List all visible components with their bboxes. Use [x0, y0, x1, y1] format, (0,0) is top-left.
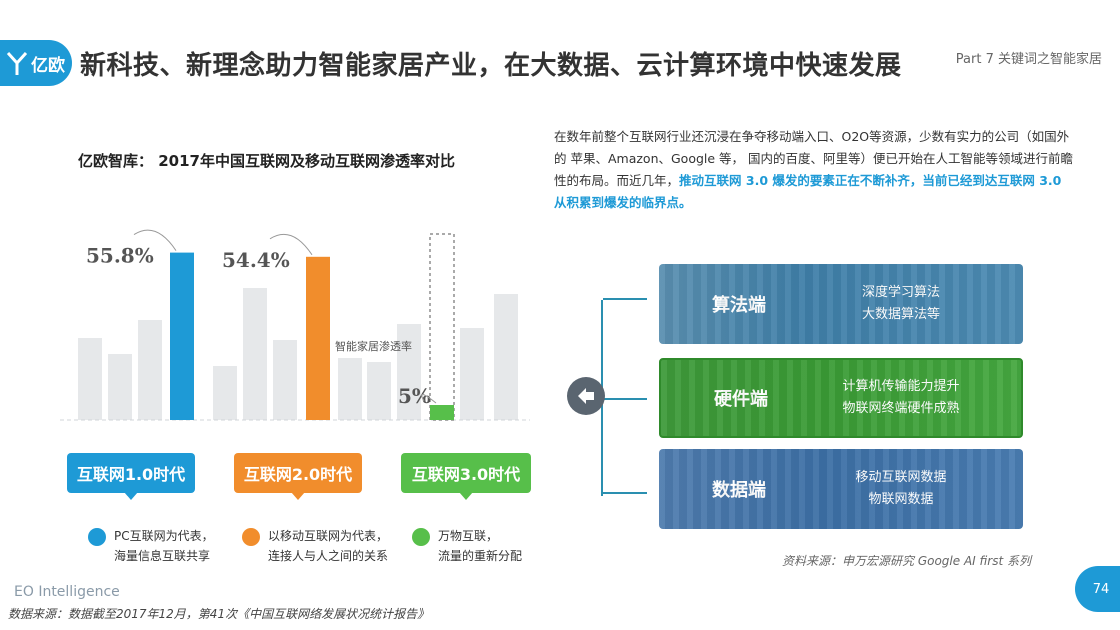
era-3-desc-line-1: 万物互联，	[438, 529, 499, 543]
bar-3	[430, 405, 454, 420]
algorithm-panel-title: 算法端	[712, 295, 766, 316]
chart-title: 亿欧智库： 2017年中国互联网及移动互联网渗透率对比	[78, 152, 455, 170]
intro-text: 在数年前整个互联网行业还沉浸在争夺移动端入口、O2O等资源，少数有实力的公司（如…	[554, 129, 1074, 188]
background-bar	[367, 362, 391, 420]
hardware-panel-title: 硬件端	[714, 389, 768, 410]
penetration-chart: 55.8%54.4%5%智能家居渗透率	[60, 229, 530, 421]
era-1-desc-line-1: PC互联网为代表，	[114, 529, 214, 543]
era-1-description: PC互联网为代表， 海量信息互联共享	[88, 526, 214, 566]
bar-2-label: 54.4%	[222, 248, 290, 272]
hardware-line-2: 物联网终端硬件成熟	[842, 401, 960, 416]
source-note: 资料来源：申万宏源研究 Google AI first 系列	[782, 554, 1031, 568]
background-bar	[338, 358, 362, 420]
data-panel-title: 数据端	[712, 480, 766, 501]
era-2-desc-line-2: 连接人与人之间的关系	[268, 549, 389, 563]
smart-home-annotation: 智能家居渗透率	[335, 339, 412, 353]
part-label: Part 7 关键词之智能家居	[955, 52, 1102, 67]
green-dot-icon	[412, 528, 430, 546]
bar-1-label: 55.8%	[86, 244, 154, 268]
bar-3-connector	[421, 394, 437, 404]
blue-dot-icon	[88, 528, 106, 546]
logo-mark-icon	[6, 51, 28, 75]
background-bar	[138, 320, 162, 420]
era-2-description: 以移动互联网为代表， 连接人与人之间的关系	[242, 526, 388, 566]
data-line-2: 物联网数据	[868, 492, 934, 507]
page-number: 74	[1075, 566, 1120, 612]
era-3-label: 互联网3.0时代	[401, 453, 531, 500]
era-1-label: 互联网1.0时代	[67, 453, 195, 500]
page-title: 新科技、新理念助力智能家居产业，在大数据、云计算环境中快速发展	[80, 51, 902, 81]
bar-2	[306, 256, 330, 420]
background-bar	[397, 324, 421, 420]
hardware-line-1: 计算机传输能力提升	[842, 379, 960, 394]
logo: 亿欧	[0, 40, 72, 86]
background-bar	[213, 366, 237, 420]
era-2-label: 互联网2.0时代	[234, 453, 362, 500]
brand-footer: EO Intelligence	[14, 584, 120, 600]
era-1-desc-line-2: 海量信息互联共享	[114, 549, 211, 563]
era-2-desc-line-1: 以移动互联网为代表，	[268, 529, 389, 543]
bar-1-connector	[133, 229, 177, 251]
era-3-desc-line-2: 流量的重新分配	[438, 549, 523, 563]
era-3-description: 万物互联， 流量的重新分配	[412, 526, 522, 566]
bracket-top-line	[603, 298, 647, 300]
bracket-mid-line	[603, 398, 647, 400]
logo-text: 亿欧	[31, 55, 65, 76]
bracket-bottom-line	[603, 492, 647, 494]
bar-2-connector	[269, 233, 313, 256]
data-source: 数据来源：数据截至2017年12月，第41次《中国互联网络发展状况统计报告》	[8, 607, 430, 621]
arrow-left-icon	[567, 377, 605, 415]
orange-dot-icon	[242, 528, 260, 546]
bar-1	[170, 252, 194, 420]
data-line-1: 移动互联网数据	[855, 470, 947, 485]
background-bar	[108, 354, 132, 420]
intro-highlight: 推动互联网 3.0 爆发的要素正在不断补齐，当前已经到达互联网 3.0 从积累到…	[554, 173, 1062, 210]
background-bar	[243, 288, 267, 420]
algorithm-line-1: 深度学习算法	[861, 285, 940, 300]
background-bar	[273, 340, 297, 420]
intro-paragraph: 在数年前整个互联网行业还沉浸在争夺移动端入口、O2O等资源，少数有实力的公司（如…	[554, 126, 1074, 214]
background-bar	[460, 328, 484, 420]
background-bar	[78, 338, 102, 420]
data-panel: 数据端 移动互联网数据物联网数据	[659, 449, 1023, 529]
background-bar	[494, 294, 518, 420]
algorithm-line-2: 大数据算法等	[861, 307, 940, 322]
hardware-panel: 硬件端 计算机传输能力提升物联网终端硬件成熟	[659, 358, 1023, 438]
algorithm-panel: 算法端 深度学习算法大数据算法等	[659, 264, 1023, 344]
dashed-capacity-bar	[429, 233, 455, 421]
panel-bracket	[601, 298, 647, 496]
